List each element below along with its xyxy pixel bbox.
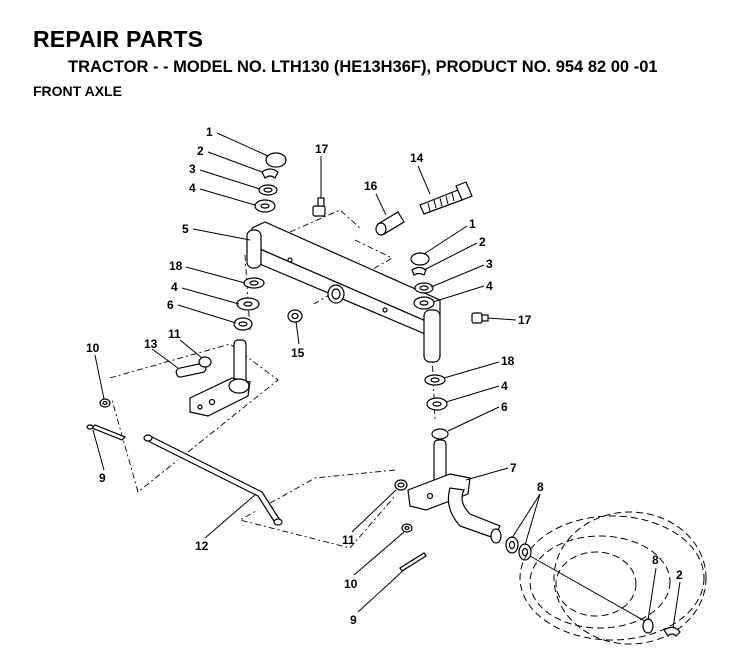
callout-16: 16 [364,179,378,193]
callout-7: 7 [510,461,517,475]
right-pivot-parts [410,252,435,310]
callout-1-right: 1 [469,217,476,231]
callout-8-upper: 8 [537,480,544,494]
callout-2-lower: 2 [676,568,683,582]
callout-17-right: 17 [518,313,532,327]
page-title: REPAIR PARTS [33,26,204,52]
callout-4-right-upper: 4 [486,279,493,293]
model-subtitle: TRACTOR - - MODEL NO. LTH130 (HE13H36F),… [68,58,658,76]
callout-17-left: 17 [315,142,329,156]
right-spindle [407,374,532,561]
callout-4-right-lower: 4 [501,379,508,393]
callout-18-left: 18 [169,259,183,273]
callout-labels: 1 2 3 4 5 18 4 6 17 16 14 1 2 3 4 17 15 … [86,125,683,627]
right-hardware [394,479,427,572]
cap-1-left [265,152,287,168]
callout-8-lower: 8 [652,553,659,567]
callout-10-left: 10 [86,341,100,355]
callout-6-right: 6 [501,400,508,414]
left-pivot-parts [233,152,287,331]
callout-3-right: 3 [486,257,493,271]
callout-3-left: 3 [189,162,196,176]
section-title: FRONT AXLE [33,83,122,99]
callout-15: 15 [291,346,305,360]
tie-rod [143,434,283,526]
left-spindle [175,339,251,417]
front-tire [519,511,707,645]
callout-6-left: 6 [167,298,174,312]
callout-11-left: 11 [168,327,181,341]
callout-13: 13 [144,337,158,351]
callout-2-right: 2 [479,235,486,249]
callout-4-left-lower: 4 [171,280,178,294]
callout-12: 12 [195,539,209,553]
cotter-2-left [261,168,279,179]
leader-lines [92,132,681,629]
callout-9-left: 9 [99,471,106,485]
callout-14: 14 [410,151,424,165]
axle-beam [246,221,441,363]
callout-10-right: 10 [344,577,358,591]
left-hardware [86,398,127,441]
callout-9-right: 9 [350,613,357,627]
callout-4-left-upper: 4 [189,181,196,195]
callout-18-right: 18 [501,354,515,368]
callout-1-left: 1 [206,125,213,139]
callout-11-right: 11 [342,533,355,547]
center-parts [287,181,489,324]
callout-5-axle: 5 [182,222,189,236]
callout-2-left: 2 [197,144,204,158]
